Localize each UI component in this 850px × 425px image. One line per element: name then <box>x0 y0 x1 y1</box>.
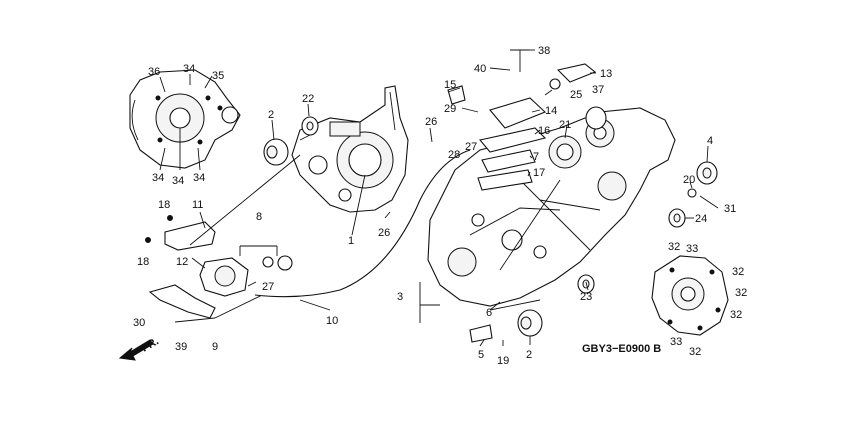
callout-33: 33 <box>686 243 698 255</box>
crankcase-right-half <box>427 107 676 307</box>
crankcase-cover-left <box>129 69 241 169</box>
callout-25: 25 <box>570 89 582 101</box>
diagram-code: GBY3−E0900 B <box>582 343 661 355</box>
callout-34b: 34 <box>152 172 164 184</box>
bracket-5 <box>469 324 493 343</box>
callout-37: 37 <box>592 84 604 96</box>
washer-20 <box>687 188 697 198</box>
callout-35: 35 <box>212 70 224 82</box>
callout-18: 18 <box>158 199 170 211</box>
callout-24: 24 <box>695 213 707 225</box>
callout-12: 12 <box>176 256 188 268</box>
bearing-37 <box>585 106 607 130</box>
bearing-2-right <box>517 309 543 337</box>
callout-7: 7 <box>533 151 539 163</box>
crankcase-cover-right <box>651 255 729 336</box>
seal-23 <box>577 274 595 294</box>
callout-34: 34 <box>183 63 195 75</box>
callout-32b: 32 <box>732 266 744 278</box>
callout-30: 30 <box>133 317 145 329</box>
callout-4: 4 <box>707 135 713 147</box>
oil-tube <box>254 149 471 311</box>
callout-39: 39 <box>175 341 187 353</box>
callout-19: 19 <box>497 355 509 367</box>
callout-17: 17 <box>533 167 545 179</box>
callout-34c: 34 <box>172 175 184 187</box>
callout-31: 31 <box>724 203 736 215</box>
callout-27: 27 <box>262 281 274 293</box>
front-arrow-icon <box>118 339 154 361</box>
callout-labels: 36 34 35 2 22 34 34 34 18 11 8 18 12 27 … <box>133 45 747 367</box>
callout-14: 14 <box>545 105 557 117</box>
seal-24 <box>668 208 686 228</box>
callout-22: 22 <box>302 93 314 105</box>
callout-18b: 18 <box>137 256 149 268</box>
callout-28: 28 <box>448 149 460 161</box>
callout-21: 21 <box>559 119 571 131</box>
bearing-4 <box>696 161 718 185</box>
callout-26: 26 <box>378 227 390 239</box>
leader-lines <box>159 49 719 347</box>
callout-36: 36 <box>148 66 160 78</box>
callout-20: 20 <box>683 174 695 186</box>
reed-valve-group <box>447 49 597 191</box>
callout-29: 29 <box>444 103 456 115</box>
callout-15: 15 <box>444 79 456 91</box>
callout-9: 9 <box>212 341 218 353</box>
callout-40: 40 <box>474 63 486 75</box>
callout-5: 5 <box>478 349 484 361</box>
callout-1: 1 <box>348 235 354 247</box>
callout-11: 11 <box>192 199 203 211</box>
callout-32e: 32 <box>730 309 742 321</box>
front-arrow-label: FR. <box>140 335 161 354</box>
bearing-left <box>263 138 289 166</box>
callout-32: 32 <box>668 241 680 253</box>
callout-27b: 27 <box>465 141 477 153</box>
callout-10: 10 <box>326 315 338 327</box>
callout-8: 8 <box>256 211 262 223</box>
callout-2b: 2 <box>526 349 532 361</box>
callout-38: 38 <box>538 45 550 57</box>
callout-23: 23 <box>580 291 592 303</box>
callout-34d: 34 <box>193 172 205 184</box>
callout-13: 13 <box>600 68 612 80</box>
callout-26b: 26 <box>425 116 437 128</box>
callout-6: 6 <box>486 307 492 319</box>
callout-16: 16 <box>538 125 550 137</box>
oil-pump-assembly <box>145 154 331 323</box>
callout-33b: 33 <box>670 336 682 348</box>
callout-2: 2 <box>268 109 274 121</box>
callout-32c: 32 <box>735 287 747 299</box>
callout-32d: 32 <box>689 346 701 358</box>
oil-seal-22 <box>301 116 319 136</box>
callout-3: 3 <box>397 291 403 303</box>
